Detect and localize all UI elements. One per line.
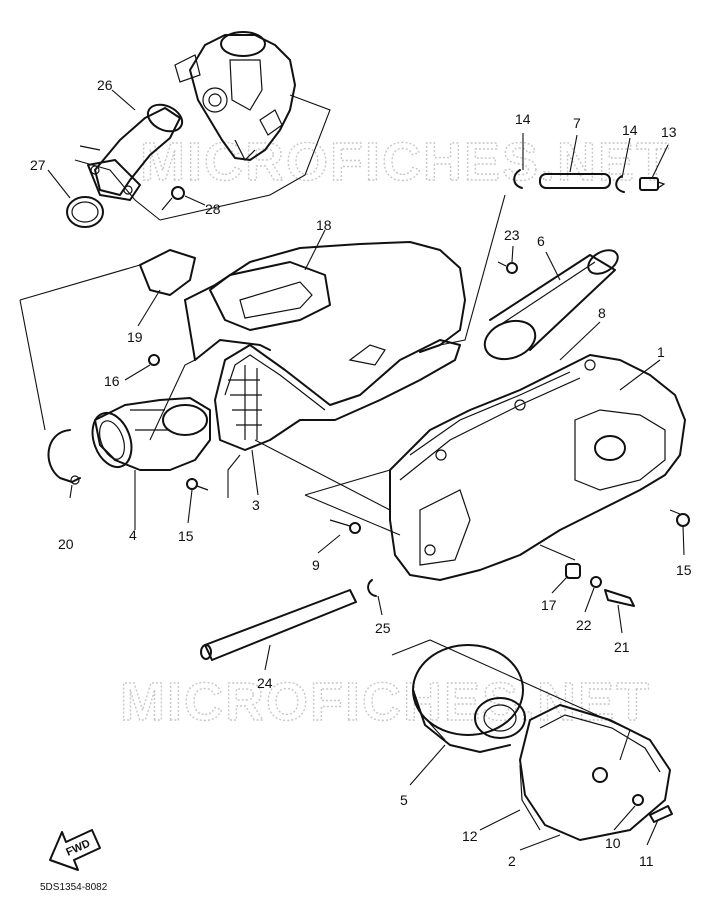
watermark-bottom: MICROFICHES.NET [120,672,651,732]
callout-21: 21 [614,639,630,655]
watermark-top: MICROFICHES.NET [140,132,671,192]
part-12-seal [519,764,541,831]
part-11-screw [649,805,673,823]
part-5-filter [412,644,526,753]
part-26-joint [79,103,184,201]
callout-7: 7 [573,115,581,131]
part-14-clip-left [513,169,523,189]
callout-14-right: 14 [622,122,638,138]
part-10-washer [632,794,644,806]
callout-11: 11 [639,853,654,869]
callout-25: 25 [375,620,391,636]
part-6-duct [483,249,619,361]
callout-27: 27 [30,157,46,173]
part-27-oring-inner [71,201,99,223]
carburetor [174,31,296,162]
part-23-screw [497,261,518,274]
callout-23: 23 [504,227,520,243]
part-15-screw-left [186,478,209,491]
callout-16: 16 [104,373,120,389]
callout-17: 17 [541,597,557,613]
part-25-clip [367,579,377,597]
part-17-collar [565,563,581,579]
callout-3: 3 [252,497,260,513]
callout-numbers: 26 27 28 18 19 16 20 4 15 3 14 7 14 13 2… [30,77,692,869]
leader-lines [47,89,685,851]
callout-24: 24 [257,675,273,691]
callout-5: 5 [400,792,408,808]
callout-12: 12 [462,828,478,844]
part-2-cap [519,704,671,841]
diagram-code: 5DS1354-8082 [40,882,108,893]
callout-20: 20 [58,536,74,552]
callout-19: 19 [127,329,143,345]
part-8-seal [409,371,571,456]
callout-2: 2 [508,853,516,869]
callout-13: 13 [661,124,677,140]
callout-14-left: 14 [515,111,531,127]
callout-28: 28 [205,201,221,217]
part-28-screw [161,186,185,211]
callout-26: 26 [97,77,113,93]
part-24-hose [200,589,357,661]
fwd-arrow-icon: FWD [49,829,101,871]
part-1-air-cleaner-case [389,354,686,581]
part-19-filter-pad [139,249,196,296]
part-18-case-cover [184,241,466,361]
part-7-hose [539,173,611,189]
part-15-screw-right [669,509,690,527]
callout-8: 8 [598,305,606,321]
part-20-clamp [47,429,81,483]
part-14-clip-right [615,175,625,193]
part-16-screw [148,354,160,366]
part-9-screw [329,519,361,534]
callout-18: 18 [316,217,332,233]
part-3-gasket [214,339,461,451]
part-22-washer [590,576,602,588]
callout-9: 9 [312,557,320,573]
part-4-joint [91,397,211,471]
part-21-bolt [604,589,635,607]
callout-22: 22 [576,617,592,633]
callout-6: 6 [537,233,545,249]
callout-15-left: 15 [178,528,194,544]
part-27-oring [66,196,104,228]
callout-15-right: 15 [676,562,692,578]
callout-1: 1 [657,344,665,360]
part-13-plug [639,177,666,191]
callout-4: 4 [129,527,137,543]
callout-10: 10 [605,835,621,851]
